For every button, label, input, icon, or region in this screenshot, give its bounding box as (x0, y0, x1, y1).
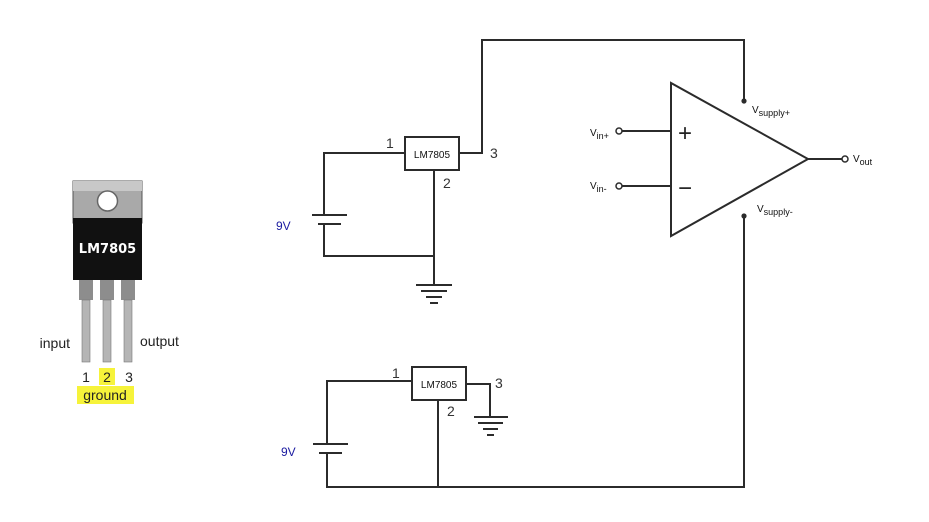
package-pin-number-1: 1 (82, 369, 90, 385)
leg-3-shoulder (121, 280, 135, 300)
vin-minus-label: Vin- (590, 181, 607, 194)
plus-symbol: + (678, 120, 692, 147)
leg-2-shoulder (100, 280, 114, 300)
heatsink-highlight (73, 181, 142, 191)
input-pin-label: input (40, 335, 70, 351)
leg-2 (102, 299, 112, 363)
top-regulator-box (404, 136, 460, 171)
bottom-regulator-label: LM7805 (421, 380, 458, 391)
top-battery-return-wire (323, 224, 434, 257)
bottom-reg-pin-3: 3 (495, 375, 503, 391)
top-regulator-circuit: 9V LM7805 1 2 3 (276, 39, 745, 304)
bottom-output-ground-wire (466, 383, 491, 416)
leg-1-shoulder (79, 280, 93, 300)
package-legs (79, 280, 135, 363)
package-body (73, 218, 142, 280)
bottom-battery-label: 9V (281, 445, 296, 459)
top-reg-pin-1: 1 (386, 135, 394, 151)
top-reg-pin-2: 2 (443, 175, 451, 191)
package-pin-number-3: 3 (125, 369, 133, 385)
leg-1 (81, 299, 91, 363)
bottom-ground-symbol (474, 416, 508, 436)
top-reg-pin-3: 3 (490, 145, 498, 161)
supply-minus-wire (326, 216, 745, 488)
top-input-wire (323, 152, 405, 214)
mounting-hole (96, 190, 119, 212)
vin-plus-terminal (615, 127, 623, 135)
bottom-regulator-circuit: 9V LM7805 1 2 3 (281, 216, 745, 488)
package-part-label: LM7805 (79, 242, 136, 257)
top-battery-label: 9V (276, 219, 291, 233)
vin-plus-label: Vin+ (590, 128, 609, 141)
op-amp-triangle (670, 81, 811, 238)
pin-2-highlight (99, 368, 115, 385)
package-pin-number-2: 2 (103, 369, 111, 385)
supply-plus-wire (459, 39, 745, 154)
ground-highlight (77, 386, 134, 404)
bottom-input-wire (326, 380, 412, 443)
vsupply-plus-label: Vsupply+ (752, 105, 790, 118)
vin-minus-terminal (615, 182, 623, 190)
vout-label: Vout (853, 154, 873, 167)
bottom-reg-pin-1: 1 (392, 365, 400, 381)
lm7805-package-illustration: LM7805 input output 1 2 3 ground (40, 180, 179, 404)
output-pin-label: output (140, 333, 179, 349)
vout-terminal (841, 155, 849, 163)
supply-minus-node (741, 213, 747, 219)
top-ground-symbol (416, 284, 452, 304)
op-amp: + − Vin+ Vin- Vout Vsupply+ Vsupply- (590, 81, 873, 238)
minus-symbol: − (678, 175, 692, 202)
ground-label: ground (83, 387, 127, 403)
top-regulator-label: LM7805 (414, 150, 451, 161)
leg-3 (123, 299, 133, 363)
bottom-reg-pin-2: 2 (447, 403, 455, 419)
vsupply-minus-label: Vsupply- (757, 204, 793, 217)
supply-plus-node (741, 98, 747, 104)
